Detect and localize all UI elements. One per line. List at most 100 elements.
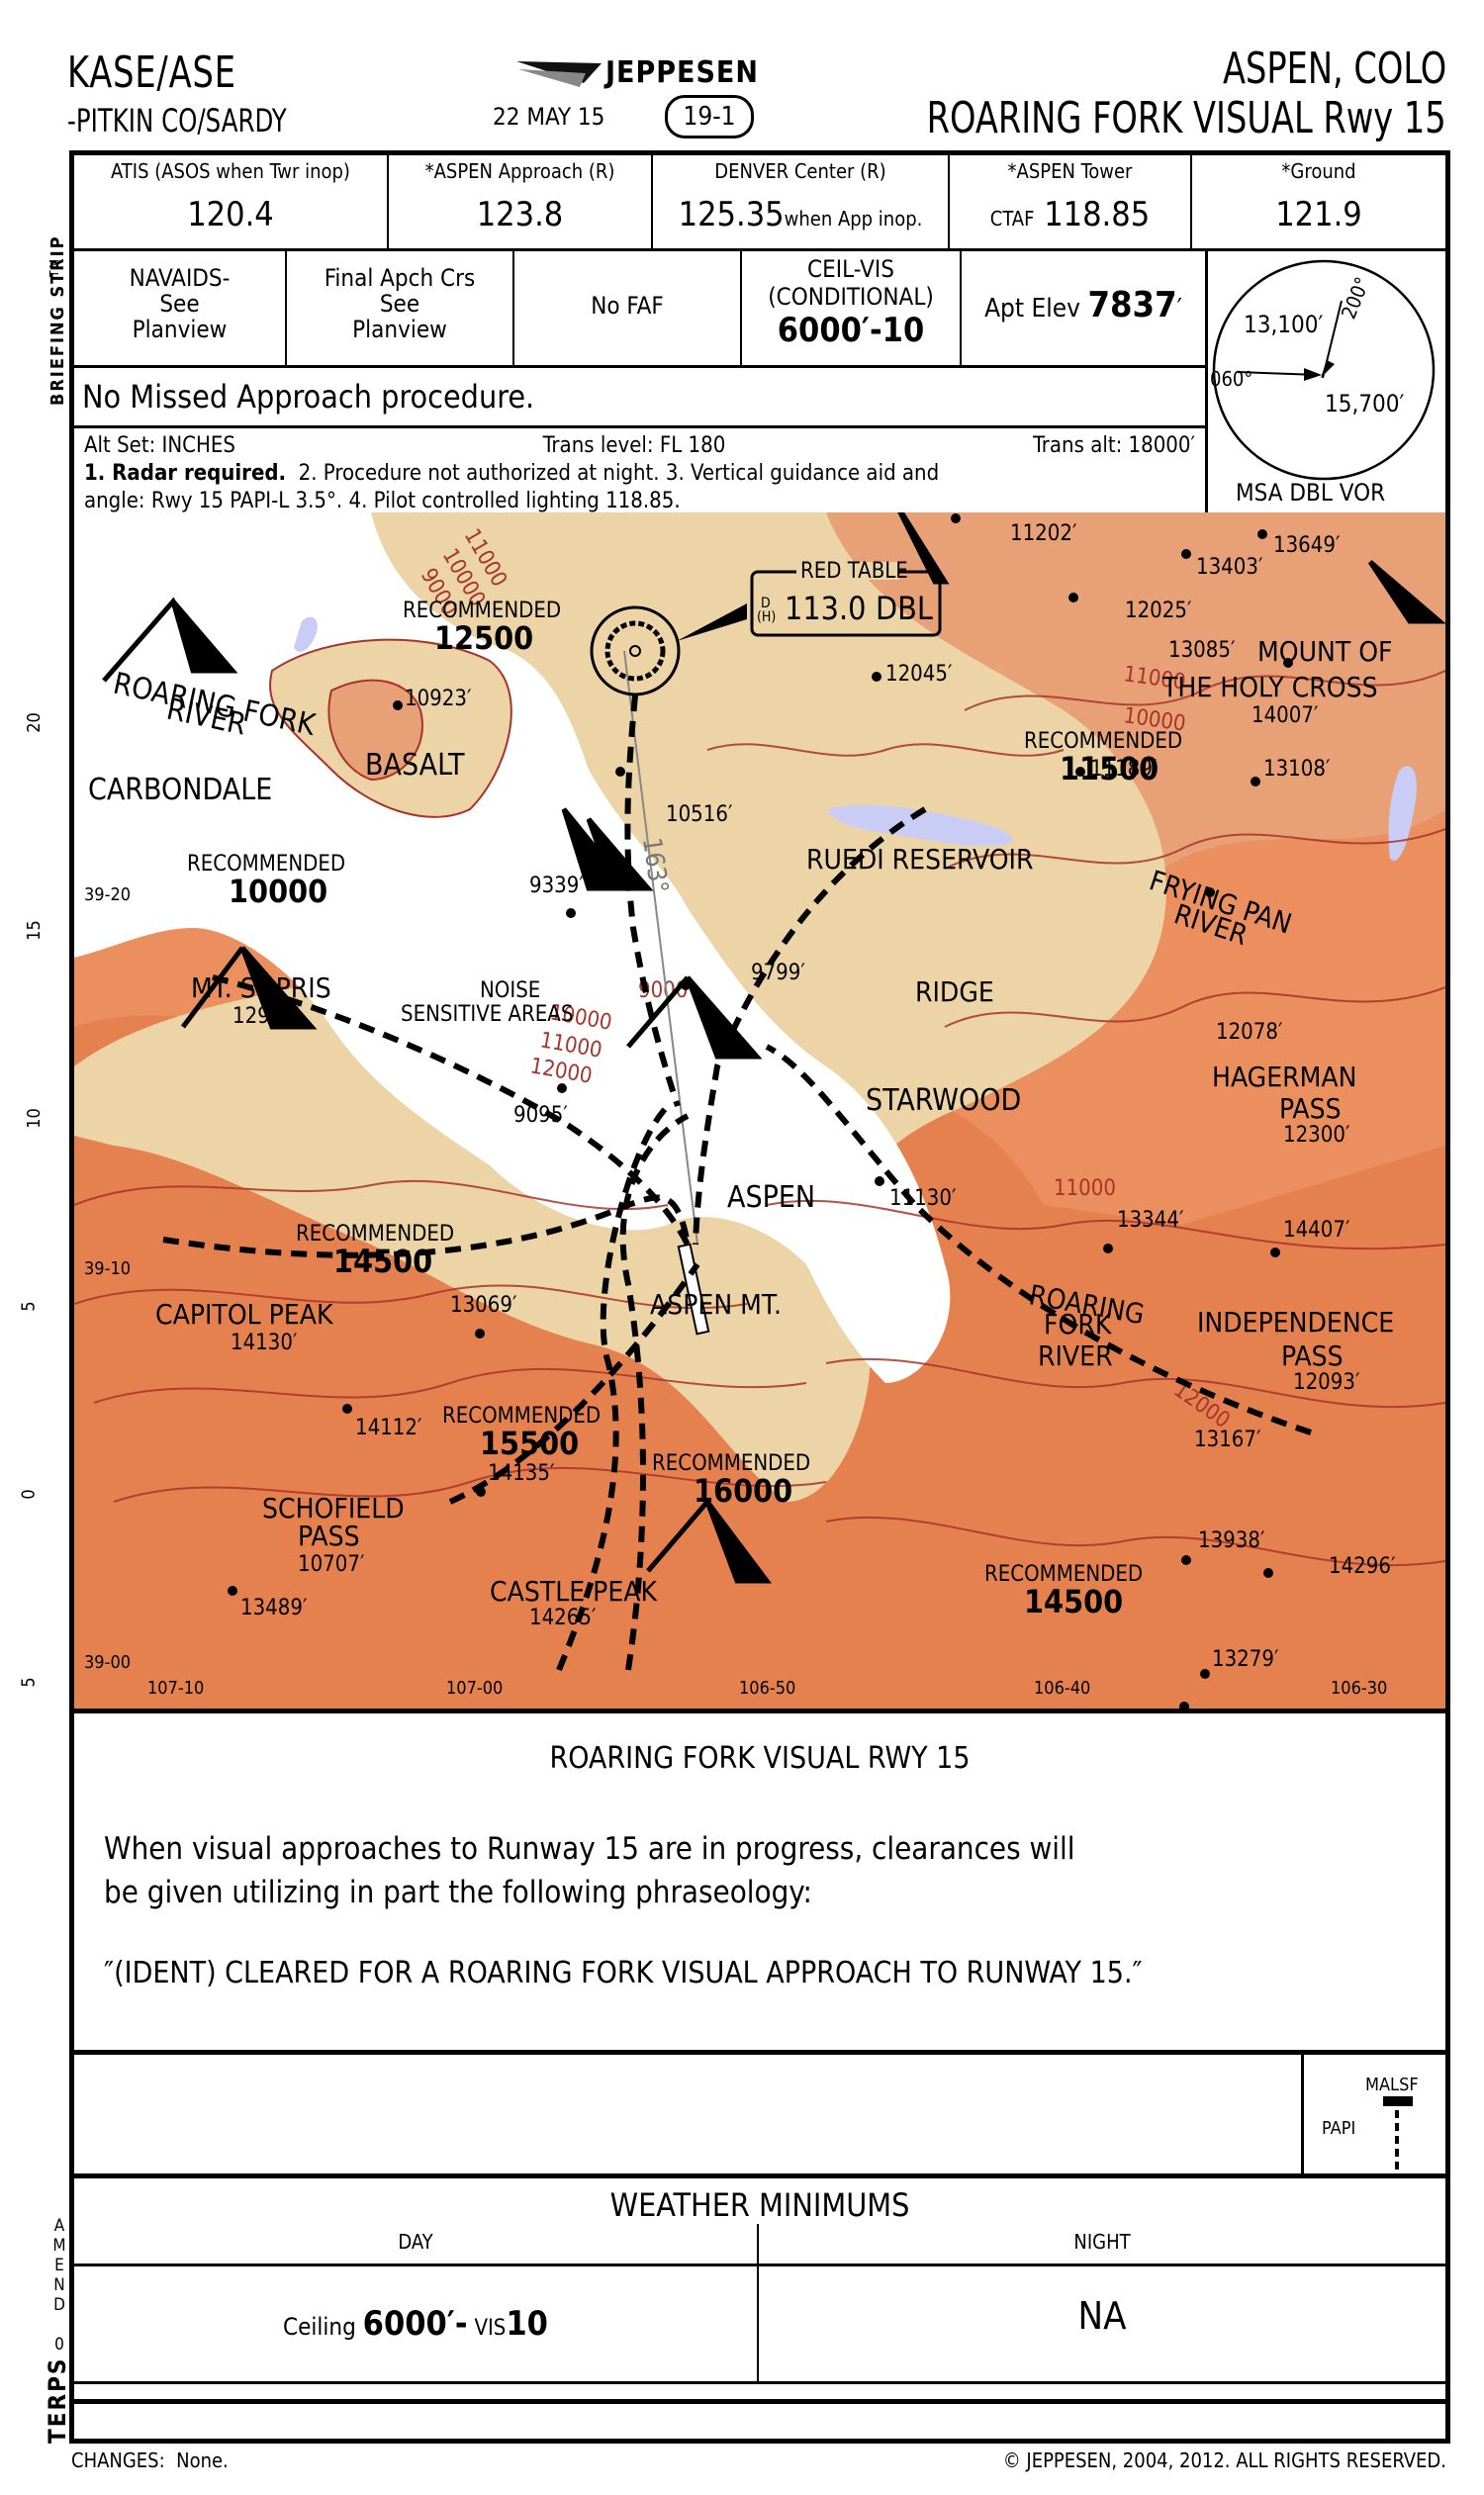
msa-box: 200° 060° 13,100′ 15,700′ MSA DBL VOR	[1208, 251, 1445, 512]
svg-text:RECOMMENDED: RECOMMENDED	[984, 1562, 1143, 1587]
svg-text:RECOMMENDED: RECOMMENDED	[652, 1451, 810, 1476]
svg-text:200°: 200°	[1337, 274, 1374, 323]
svg-text:RECOMMENDED: RECOMMENDED	[442, 1404, 601, 1429]
svg-text:13403′: 13403′	[1196, 555, 1263, 580]
svg-text:PASS: PASS	[1281, 1340, 1344, 1372]
svg-text:RED TABLE: RED TABLE	[800, 559, 908, 584]
lighting-box: MALSF PAPI	[1301, 2055, 1445, 2178]
svg-text:D: D	[761, 596, 771, 611]
svg-text:PASS: PASS	[298, 1520, 360, 1552]
atis-frequency: 120.4	[187, 195, 274, 234]
svg-text:INDEPENDENCE: INDEPENDENCE	[1197, 1306, 1394, 1339]
comm-approach: *ASPEN Approach (R) 123.8	[389, 155, 653, 248]
airport-name: -PITKIN CO/SARDY	[67, 102, 287, 139]
procedure-text-title: ROARING FORK VISUAL RWY 15	[549, 1741, 971, 1776]
svg-text:39-00: 39-00	[84, 1652, 131, 1673]
recommended-approach-paths	[162, 694, 1312, 1672]
svg-text:13938′: 13938′	[1198, 1528, 1265, 1553]
svg-text:MOUNT OF: MOUNT OF	[1257, 635, 1393, 668]
comm-ground: *Ground 121.9	[1192, 155, 1445, 248]
procedure-text-box: ROARING FORK VISUAL RWY 15 When visual a…	[69, 1713, 1450, 2050]
procedure-text-body: When visual approaches to Runway 15 are …	[104, 1831, 1075, 1910]
svg-text:15500: 15500	[480, 1425, 579, 1462]
svg-text:RECOMMENDED: RECOMMENDED	[403, 599, 561, 623]
day-minimums: Ceiling 6000′- VIS10	[74, 2266, 759, 2381]
svg-text:RIVER: RIVER	[1038, 1340, 1113, 1372]
lighting-row: MALSF PAPI	[69, 2050, 1450, 2178]
svg-text:16000: 16000	[694, 1472, 792, 1510]
svg-text:THE HOLY CROSS: THE HOLY CROSS	[1161, 671, 1378, 703]
svg-text:14130′: 14130′	[231, 1331, 298, 1355]
msa-diagram: 200° 060° 13,100′ 15,700′ MSA DBL VOR	[1210, 259, 1436, 507]
comm-row: ATIS (ASOS when Twr inop) 120.4 *ASPEN A…	[74, 155, 1445, 251]
svg-text:13649′: 13649′	[1273, 533, 1341, 558]
svg-text:14407′: 14407′	[1283, 1218, 1350, 1243]
svg-text:12045′: 12045′	[885, 662, 953, 687]
svg-text:13085′: 13085′	[1168, 638, 1236, 663]
svg-text:106-30: 106-30	[1331, 1678, 1387, 1699]
peak-symbols	[102, 512, 1445, 1584]
vor-dme-red-table-icon	[590, 603, 747, 696]
runway-15	[677, 1243, 710, 1336]
weather-minimums: WEATHER MINIMUMS DAY NIGHT Ceiling 6000′…	[69, 2173, 1450, 2404]
svg-text:11189′: 11189′	[1090, 757, 1158, 782]
svg-text:13108′: 13108′	[1263, 757, 1331, 782]
ceil-vis-cell: CEIL-VIS (CONDITIONAL) 6000′-10	[742, 251, 962, 365]
ground-frequency: 121.9	[1275, 195, 1362, 234]
svg-text:12500: 12500	[434, 619, 533, 657]
svg-text:14500: 14500	[1024, 1583, 1123, 1620]
airport-elevation: 7837	[1087, 285, 1177, 325]
svg-text:SCHOFIELD: SCHOFIELD	[262, 1492, 405, 1525]
svg-text:BASALT: BASALT	[365, 748, 465, 783]
svg-text:14007′: 14007′	[1252, 703, 1319, 728]
airport-elevation-cell: Apt Elev 7837′	[984, 285, 1182, 325]
svg-text:11202′: 11202′	[1010, 521, 1077, 546]
malsf-label: MALSF	[1365, 2075, 1419, 2095]
svg-text:13069′: 13069′	[450, 1293, 517, 1318]
svg-text:106-50: 106-50	[739, 1678, 795, 1699]
svg-text:14112′: 14112′	[355, 1416, 422, 1440]
svg-text:107-10: 107-10	[147, 1678, 204, 1699]
terps-label: TERPS	[44, 2356, 71, 2444]
svg-text:12093′: 12093′	[1293, 1370, 1360, 1395]
svg-text:MSA DBL VOR: MSA DBL VOR	[1236, 479, 1385, 507]
phraseology: ″(IDENT) CLEARED FOR A ROARING FORK VISU…	[104, 1956, 1143, 1990]
faf-cell: No FAF	[514, 251, 742, 365]
svg-text:14135′: 14135′	[488, 1461, 555, 1486]
jeppesen-swoosh-icon	[516, 61, 602, 87]
svg-text:RECOMMENDED: RECOMMENDED	[1024, 729, 1182, 754]
svg-text:10923′: 10923′	[405, 687, 472, 711]
svg-text:12025′: 12025′	[1125, 599, 1192, 623]
tower-frequency: 118.85	[1044, 195, 1151, 234]
approach-frequency: 123.8	[476, 195, 564, 234]
minimums-title: WEATHER MINIMUMS	[609, 2186, 910, 2224]
svg-text:15,700′: 15,700′	[1325, 390, 1405, 417]
night-minimums: NA	[1077, 2294, 1127, 2338]
papi-icon	[1395, 2110, 1403, 2170]
transition-level: Trans level: FL 180	[542, 433, 726, 458]
svg-text:RECOMMENDED: RECOMMENDED	[296, 1222, 454, 1247]
svg-text:14500: 14500	[333, 1243, 432, 1280]
svg-text:14265′: 14265′	[529, 1606, 597, 1630]
svg-text:113.0: 113.0	[785, 590, 866, 627]
svg-text:10516′: 10516′	[666, 802, 733, 827]
svg-text:10707′: 10707′	[298, 1552, 365, 1577]
city-name: ASPEN, COLO	[1222, 44, 1446, 94]
day-header: DAY	[74, 2224, 759, 2264]
svg-text:12300′: 12300′	[1283, 1123, 1350, 1148]
svg-text:060°: 060°	[1210, 367, 1252, 391]
airport-identifier: KASE/ASE	[67, 47, 236, 98]
svg-text:11000: 11000	[1054, 1176, 1116, 1201]
svg-text:NOISE: NOISE	[480, 978, 540, 1003]
comm-center: DENVER Center (R) 125.35when App inop.	[653, 155, 950, 248]
jeppesen-logo: JEPPESEN	[514, 55, 831, 95]
svg-text:11130′: 11130′	[889, 1186, 957, 1211]
comm-atis: ATIS (ASOS when Twr inop) 120.4	[74, 155, 389, 248]
briefing-strip: ATIS (ASOS when Twr inop) 120.4 *ASPEN A…	[69, 150, 1450, 528]
comm-tower: *ASPEN Tower CTAF 118.85	[950, 155, 1192, 248]
missed-approach: No Missed Approach procedure.	[74, 368, 1205, 428]
svg-text:FORK: FORK	[1044, 1308, 1113, 1340]
svg-text:12078′: 12078′	[1216, 1020, 1283, 1045]
